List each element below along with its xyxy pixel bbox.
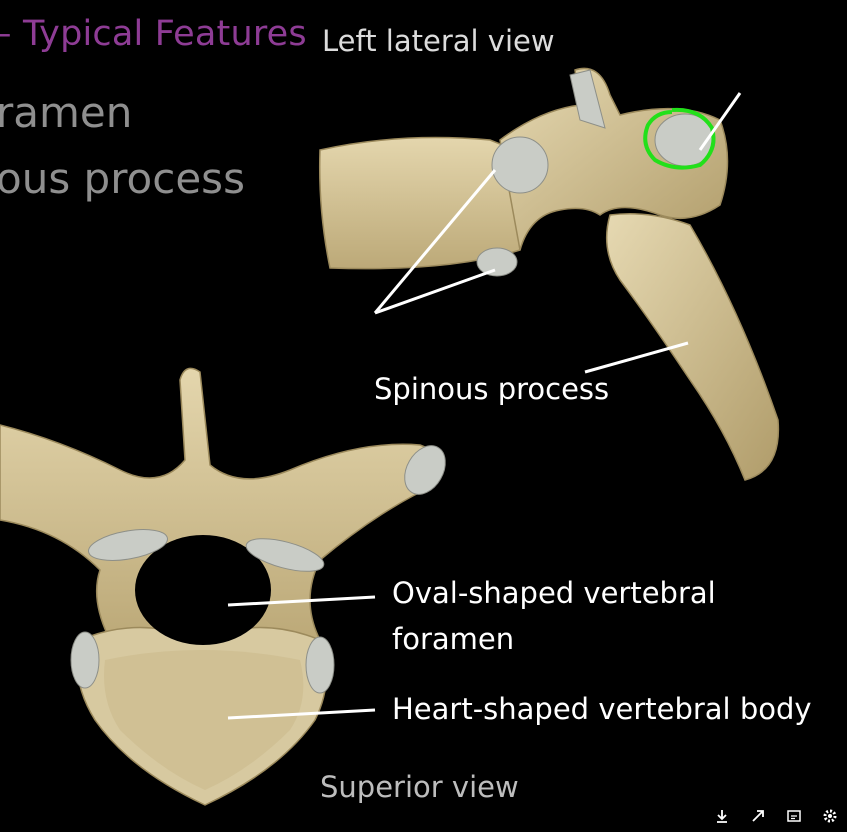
facet-left bbox=[88, 529, 168, 561]
facet-tp-right bbox=[404, 445, 446, 495]
leader-line-facet-1 bbox=[373, 169, 497, 314]
superior-posterior-arch bbox=[0, 367, 440, 641]
annotation-circle bbox=[643, 107, 716, 170]
download-icon[interactable] bbox=[711, 808, 733, 830]
body-trabecular-texture bbox=[104, 650, 304, 790]
leader-line-facet-2 bbox=[374, 268, 496, 315]
superior-view-label: Superior view bbox=[320, 770, 519, 804]
lateral-view-label: Left lateral view bbox=[322, 24, 555, 58]
costal-facet-inferior bbox=[476, 247, 518, 277]
facet-body-left bbox=[70, 631, 100, 689]
label-vertebral-body: Heart-shaped vertebral body bbox=[392, 692, 812, 726]
label-vertebral-foramen-line2: foramen bbox=[392, 622, 515, 656]
vertebral-foramen bbox=[135, 535, 271, 645]
slide-title: – Typical Features bbox=[0, 14, 307, 54]
lateral-spinous-process bbox=[605, 213, 780, 481]
bullet-item-1: ramen bbox=[0, 88, 133, 137]
bullet-item-2: ous process bbox=[0, 154, 245, 203]
player-controls bbox=[711, 808, 841, 830]
label-spinous-process: Spinous process bbox=[374, 372, 610, 406]
facet-body-right bbox=[305, 636, 335, 694]
costal-facet-superior bbox=[491, 136, 549, 194]
leader-line-body bbox=[227, 708, 376, 720]
share-icon[interactable] bbox=[747, 808, 769, 830]
label-vertebral-foramen-line1: Oval-shaped vertebral bbox=[392, 576, 716, 610]
superior-articular-facet bbox=[569, 69, 606, 129]
leader-line-foramen bbox=[227, 595, 376, 607]
facet-right bbox=[245, 538, 325, 572]
lateral-vertebral-body bbox=[318, 136, 521, 270]
caption-icon[interactable] bbox=[783, 808, 805, 830]
leader-line-transverse bbox=[698, 92, 742, 151]
gear-icon[interactable] bbox=[819, 808, 841, 830]
lateral-vertebra bbox=[318, 67, 780, 481]
leader-line-spinous bbox=[584, 341, 689, 374]
superior-vertebra bbox=[0, 367, 446, 806]
